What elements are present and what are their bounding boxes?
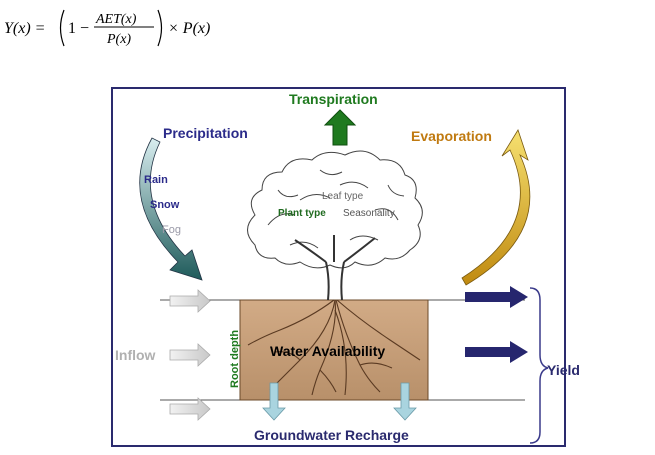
leaf-type-label: Leaf type xyxy=(322,191,364,202)
formula-right-paren xyxy=(157,9,163,47)
transpiration-arrow xyxy=(323,109,357,146)
formula-left-paren xyxy=(59,9,65,47)
inflow-label: Inflow xyxy=(115,347,156,363)
fog-label: Fog xyxy=(162,224,181,236)
recharge-arrow-right xyxy=(393,382,417,421)
groundwater-recharge-label: Groundwater Recharge xyxy=(254,427,409,443)
yield-label: Yield xyxy=(547,362,580,378)
inflow-arrow-top xyxy=(169,289,211,313)
yield-arrow-top xyxy=(465,286,528,308)
formula-lhs: Y(x) = xyxy=(4,20,45,37)
seasonality-label: Seasonality xyxy=(343,208,395,219)
root-depth-label: Root depth xyxy=(229,330,241,388)
inflow-arrows xyxy=(169,289,211,421)
precipitation-arrow xyxy=(139,137,203,281)
formula-times: × P(x) xyxy=(168,20,210,37)
inflow-arrow-bottom xyxy=(169,397,211,421)
formula-numerator: AET(x) xyxy=(95,12,137,27)
formula-one-minus: 1 − xyxy=(68,20,89,37)
yield-arrow-middle xyxy=(465,341,528,363)
water-availability-label: Water Availability xyxy=(270,343,385,359)
tree-roots xyxy=(247,299,421,396)
plant-type-label: Plant type xyxy=(278,208,326,219)
evaporation-label: Evaporation xyxy=(411,128,492,144)
yield-formula: Y(x) = 1 − AET(x) P(x) × P(x) xyxy=(4,9,210,47)
transpiration-label: Transpiration xyxy=(289,91,378,107)
recharge-arrow-left xyxy=(262,382,286,421)
inflow-arrow-middle xyxy=(169,343,211,367)
evaporation-arrow xyxy=(461,129,531,286)
precipitation-label: Precipitation xyxy=(163,125,248,141)
rain-label: Rain xyxy=(144,174,168,186)
tree-trunk xyxy=(294,235,376,301)
tree-canopy xyxy=(247,150,423,269)
snow-label: Snow xyxy=(150,199,180,211)
soil-block xyxy=(239,299,429,401)
formula-denominator: P(x) xyxy=(106,32,131,47)
yield-brace xyxy=(529,287,549,444)
